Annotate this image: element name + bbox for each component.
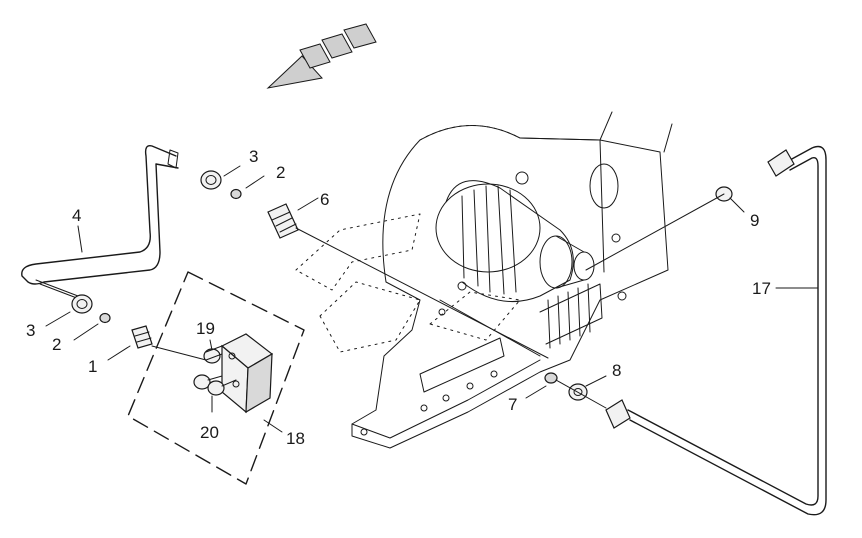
- drum-assembly: [435, 180, 595, 302]
- fitting-1: [131, 325, 153, 349]
- callout-1: 1: [88, 357, 97, 376]
- washer-2-top: [230, 188, 242, 200]
- callout-4: 4: [72, 206, 81, 225]
- callout-3-lower: 3: [26, 321, 35, 340]
- fitting-9: [585, 186, 733, 271]
- callout-20: 20: [200, 423, 219, 442]
- fitting-6: [267, 203, 299, 239]
- callout-17: 17: [752, 279, 771, 298]
- gearbox-housing: [351, 111, 673, 449]
- leader-lines: [45, 165, 819, 433]
- assembly-line-6: [295, 227, 549, 359]
- callout-18: 18: [286, 429, 305, 448]
- callout-labels: 3 2 6 4 3 2 1 19 20 18 9 17 8 7: [26, 147, 771, 448]
- callout-8: 8: [612, 361, 621, 380]
- direction-arrow-icon: [266, 23, 377, 89]
- valve-block: [220, 333, 274, 414]
- tube-assembly-4: [21, 145, 179, 301]
- valve-block-frame-18: [127, 271, 305, 485]
- tube-17: [605, 145, 827, 516]
- callout-2-top: 2: [276, 163, 285, 182]
- callout-3-top: 3: [249, 147, 258, 166]
- callout-19: 19: [196, 319, 215, 338]
- callout-9: 9: [750, 211, 759, 230]
- leader-1-block: [151, 345, 207, 361]
- washer-7: [544, 372, 558, 384]
- nut-3-lower: [71, 294, 93, 314]
- watermark-shapes: [295, 213, 521, 353]
- washer-2-lower: [99, 312, 111, 324]
- callout-6: 6: [320, 190, 329, 209]
- nut-3-top: [200, 170, 222, 190]
- callout-2-lower: 2: [52, 335, 61, 354]
- fitting-19: [203, 345, 223, 364]
- callout-7: 7: [508, 395, 517, 414]
- fitting-20: [193, 374, 237, 396]
- assembly-line-8: [555, 379, 607, 409]
